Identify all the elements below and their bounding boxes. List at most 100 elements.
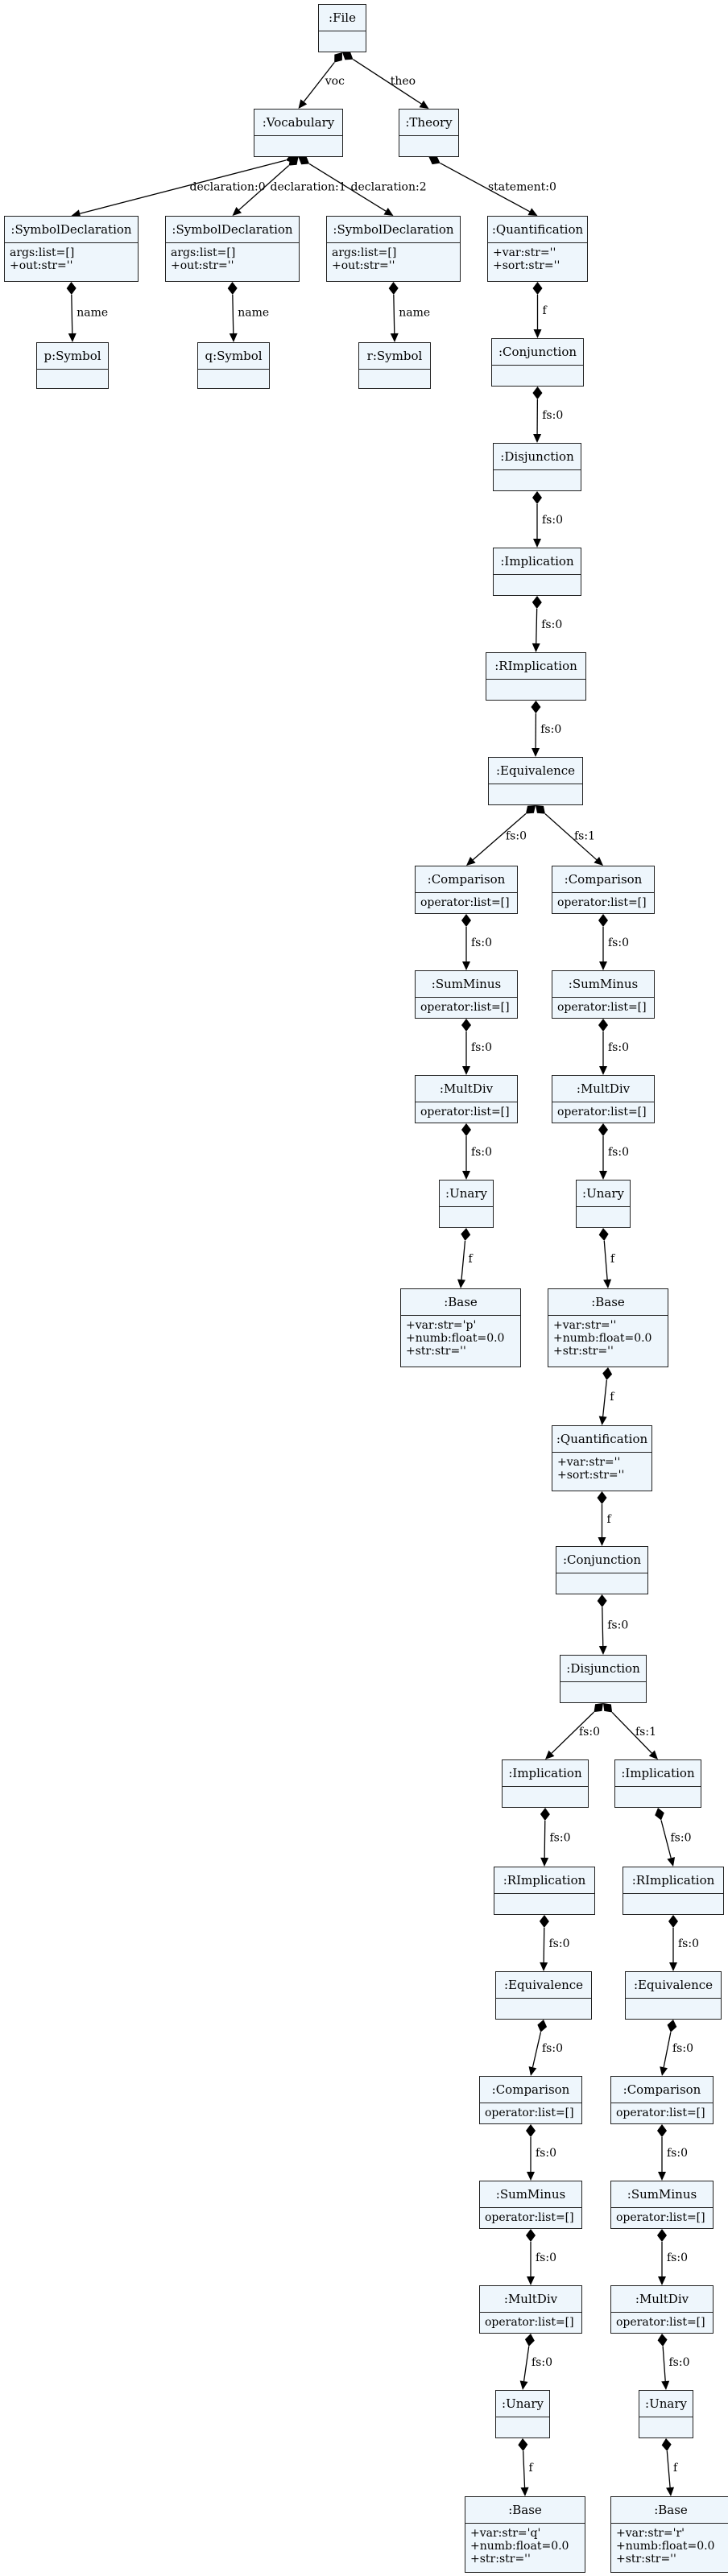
edge-comp2a-sm2a: fs:0 (526, 2124, 556, 2181)
composition-diamond (594, 1703, 603, 1713)
node-attributes: operator:list=[] (611, 2208, 713, 2227)
composition-diamond (518, 2438, 528, 2451)
node-title: :Comparison (552, 866, 654, 893)
node-attribute: +str:str='' (616, 2553, 676, 2566)
edge-sd0-psym: name (66, 282, 108, 342)
node-qsym: q:Symbol (197, 342, 270, 389)
edge-label: name (238, 307, 269, 320)
node-title: :SumMinus (480, 2181, 581, 2208)
composition-diamond (524, 2334, 535, 2347)
node-attributes (615, 1787, 701, 1809)
edge-equiv2b-comp2b: fs:0 (660, 2020, 693, 2076)
node-attribute: +sort:str='' (557, 1469, 625, 1482)
edge-label: f (610, 1391, 615, 1404)
node-rimpl2a: :RImplication (494, 1867, 595, 1915)
node-attributes: operator:list=[] (552, 998, 654, 1017)
edge-sm1b-md1b: fs:0 (598, 1019, 629, 1075)
edge-label: fs:0 (549, 1937, 570, 1950)
edge-quant1-conj1: f (532, 282, 548, 338)
node-attributes: operator:list=[] (480, 2103, 581, 2123)
arrow-head (599, 961, 607, 970)
composition-diamond (532, 282, 543, 295)
composition-diamond (342, 52, 354, 60)
arrow-head (462, 961, 470, 970)
edge-label: declaration:2 (351, 181, 427, 194)
composition-diamond (598, 1123, 608, 1136)
arrow-head (658, 2172, 666, 2181)
node-attribute: args:list=[] (332, 246, 397, 259)
edge-label: fs:0 (536, 2147, 556, 2160)
arrow-head (603, 1279, 612, 1288)
arrow-head (232, 206, 242, 216)
composition-diamond (525, 805, 536, 814)
edge-line (232, 294, 234, 334)
node-base1a: :Base+var:str='p'+numb:float=0.0+str:str… (400, 1288, 521, 1367)
edge-un1a-base1a: f (457, 1228, 474, 1288)
node-title: :Unary (440, 1180, 493, 1207)
composition-diamond (532, 596, 542, 609)
edge-md1a-un1a: fs:0 (461, 1123, 492, 1180)
node-title: :Comparison (480, 2077, 581, 2103)
node-title: q:Symbol (198, 343, 269, 370)
node-title: :Equivalence (496, 1972, 591, 1999)
node-attributes (399, 136, 458, 159)
edge-line (611, 1712, 652, 1754)
node-attributes: +var:str='p'+numb:float=0.0+str:str='' (401, 1316, 520, 1361)
composition-diamond (597, 1594, 607, 1607)
edge-label: fs:0 (671, 1832, 692, 1845)
composition-diamond (461, 1228, 471, 1241)
node-attributes (623, 1894, 723, 1916)
arrow-head (666, 2487, 675, 2496)
node-title: :RImplication (623, 1867, 723, 1894)
node-title: :Disjunction (560, 1656, 646, 1682)
edge-sd2-rsym: name (388, 282, 430, 342)
node-attribute: operator:list=[] (557, 896, 647, 909)
node-rimpl1: :RImplication (486, 652, 586, 701)
edge-un2a-base2a: f (518, 2438, 535, 2496)
edge-line (523, 2450, 526, 2488)
arrow-head (661, 2380, 670, 2390)
arrow-head (519, 2380, 528, 2390)
node-title: :MultDiv (552, 1076, 654, 1102)
edge-line (472, 813, 527, 861)
arrow-head (599, 1171, 607, 1180)
node-equiv2a: :Equivalence (495, 1971, 592, 2020)
node-title: :Quantification (552, 1426, 651, 1453)
edge-impl1-rimpl1: fs:0 (532, 596, 562, 652)
edge-impl2a-rimpl2a: fs:0 (540, 1808, 571, 1867)
edge-equiv1-comp1a: fs:0 (466, 805, 536, 866)
composition-diamond (532, 491, 542, 504)
node-title: :SymbolDeclaration (5, 217, 138, 243)
edge-quant2-conj2: f (597, 1491, 613, 1546)
edge-vocab-sd0: declaration:0 (71, 154, 299, 218)
edge-sm2b-md2b: fs:0 (657, 2229, 688, 2285)
node-title: :Base (401, 1289, 520, 1316)
arrow-head (71, 209, 81, 218)
composition-diamond (428, 155, 441, 165)
node-rsym: r:Symbol (358, 342, 431, 389)
node-attributes (359, 370, 430, 392)
node-attributes (254, 136, 342, 159)
node-attribute: operator:list=[] (420, 1106, 510, 1118)
arrow-head (383, 207, 394, 216)
node-attributes (494, 1894, 594, 1916)
edge-line (536, 608, 538, 644)
node-title: :SymbolDeclaration (166, 217, 299, 243)
node-base1b: :Base+var:str=''+numb:float=0.0+str:str=… (548, 1288, 668, 1367)
edge-label: declaration:1 (271, 181, 346, 194)
edge-label: fs:0 (471, 1146, 492, 1159)
arrow-head (466, 857, 476, 866)
node-attributes (496, 1999, 591, 2021)
arrow-head (540, 1857, 549, 1867)
edge-md1b-un1b: fs:0 (598, 1123, 629, 1180)
arrow-head (462, 1171, 470, 1180)
node-title: :Conjunction (556, 1547, 647, 1573)
node-base2a: :Base+var:str='q'+numb:float=0.0+str:str… (465, 2496, 585, 2573)
arrow-head (598, 1645, 607, 1655)
edge-line (544, 813, 598, 861)
edge-un2b-base2b: f (661, 2438, 679, 2496)
edge-label: fs:0 (667, 2251, 688, 2264)
edge-label: fs:0 (579, 1726, 600, 1739)
